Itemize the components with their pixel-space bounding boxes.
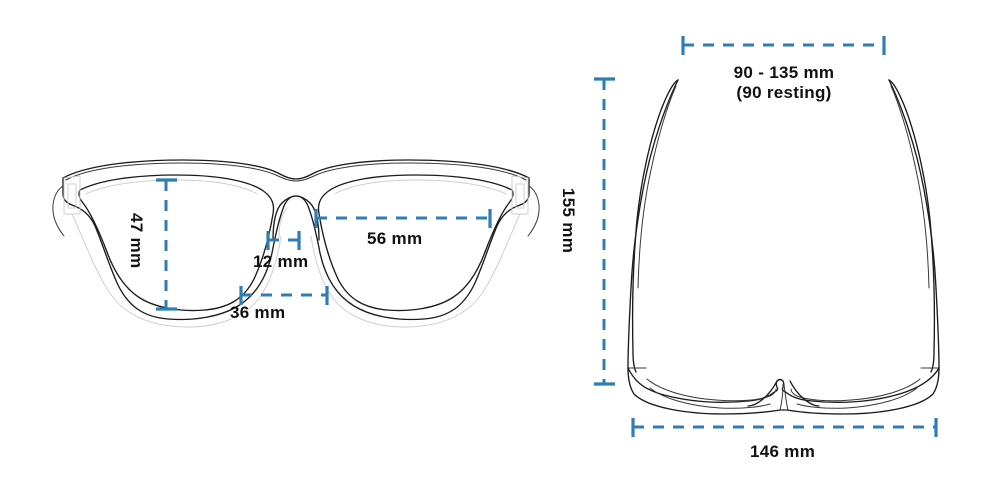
top-right-temple-arm (888, 79, 940, 373)
dim-nose-opening-36mm (239, 286, 329, 305)
top-front-bar (627, 367, 940, 415)
front-left-hinge (52, 175, 81, 237)
dim-frame-width-146mm (631, 418, 938, 437)
front-right-hinge (511, 175, 540, 237)
front-frame-bottom-sweep (71, 213, 282, 328)
dim-label-temple-length: 155 mm (559, 188, 578, 254)
dim-label-temple-spread-range: 90 - 135 mm (733, 63, 835, 82)
dim-label-nose-opening: 36 mm (230, 303, 286, 322)
dim-label-lens-width: 56 mm (367, 229, 423, 248)
dim-temple-length-155mm (594, 77, 615, 386)
dim-lens-width-56mm (314, 209, 492, 228)
dim-label-bridge-width: 12 mm (253, 252, 309, 271)
dim-lens-height-47mm (156, 178, 177, 311)
dim-bridge-width-12mm (266, 231, 301, 250)
front-frame-outline (62, 159, 530, 321)
front-right-lens (317, 174, 514, 312)
top-left-temple-arm (627, 79, 679, 373)
dim-label-frame-width: 146 mm (750, 442, 816, 461)
dim-label-temple-spread: 90 - 135 mm (90 resting) (683, 63, 885, 102)
dim-label-temple-spread-note: (90 resting) (736, 82, 832, 102)
dim-temple-spread-90-135mm (681, 36, 886, 55)
dim-label-lens-height: 47 mm (127, 213, 146, 269)
